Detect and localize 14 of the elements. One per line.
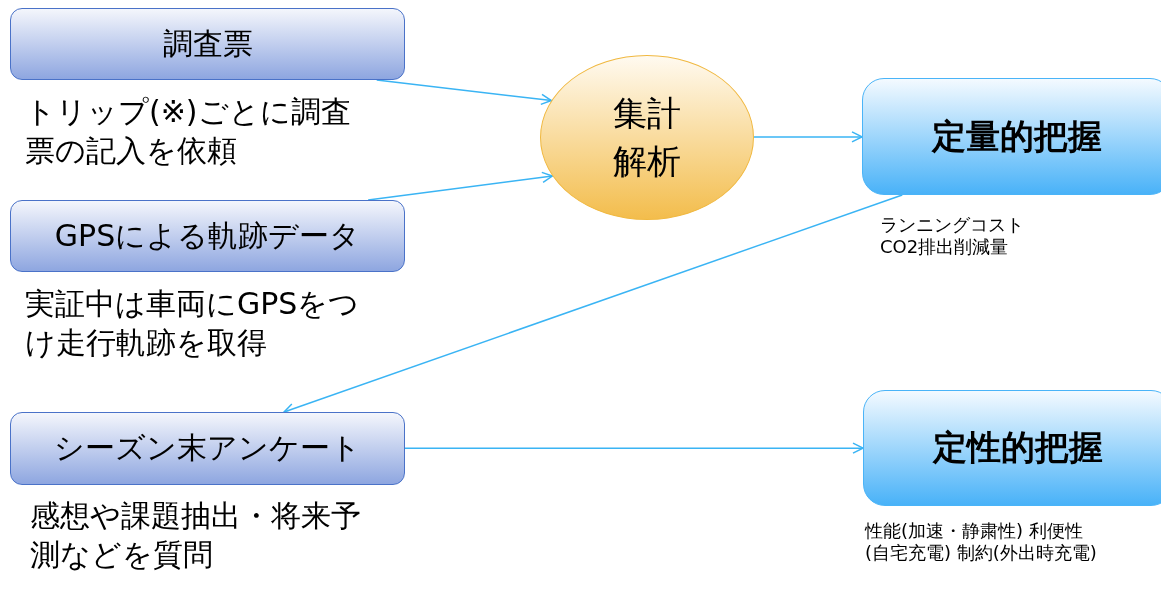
- caption-text: ランニングコスト CO2排出削減量: [880, 214, 1025, 258]
- caption-text: 性能(加速・静粛性) 利便性(自宅充電) 制約(外出時充電): [865, 520, 1098, 564]
- arrow: [367, 171, 554, 201]
- arrow: [753, 131, 863, 143]
- process-box: GPSによる軌跡データ: [10, 200, 405, 272]
- analysis-ellipse: 集計解析: [540, 55, 754, 220]
- caption-text: 実証中は車両にGPSをつけ走行軌跡を取得: [25, 285, 361, 362]
- arrow: [404, 442, 864, 454]
- result-box: 定性的把握: [863, 390, 1161, 506]
- caption-text: 感想や課題抽出・将来予測などを質問: [30, 497, 362, 574]
- process-box: 調査票: [10, 8, 405, 80]
- process-box: シーズン末アンケート: [10, 412, 405, 485]
- caption-text: トリップ(※)ごとに調査票の記入を依頼: [25, 93, 352, 170]
- result-box: 定量的把握: [862, 78, 1161, 195]
